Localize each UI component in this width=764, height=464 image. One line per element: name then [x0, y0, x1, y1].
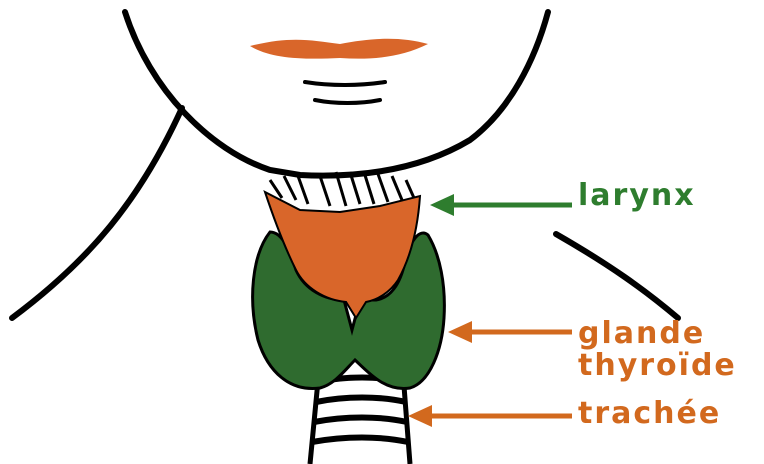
arrow-left-icon — [448, 321, 572, 343]
arrow-left-icon — [430, 194, 572, 216]
lips — [250, 39, 428, 59]
thyroid-label-line2: thyroïde — [578, 352, 737, 380]
trachea-label: trachée — [578, 400, 721, 428]
right-neck-line — [556, 234, 678, 318]
left-neck-line — [12, 108, 182, 318]
chin-line-lower — [315, 100, 380, 103]
thyroid-label-line1: glande — [578, 320, 705, 348]
head-outline — [125, 12, 548, 176]
chin-line-upper — [305, 82, 385, 85]
arrow-left-icon — [408, 405, 572, 427]
larynx-label: larynx — [578, 182, 696, 210]
